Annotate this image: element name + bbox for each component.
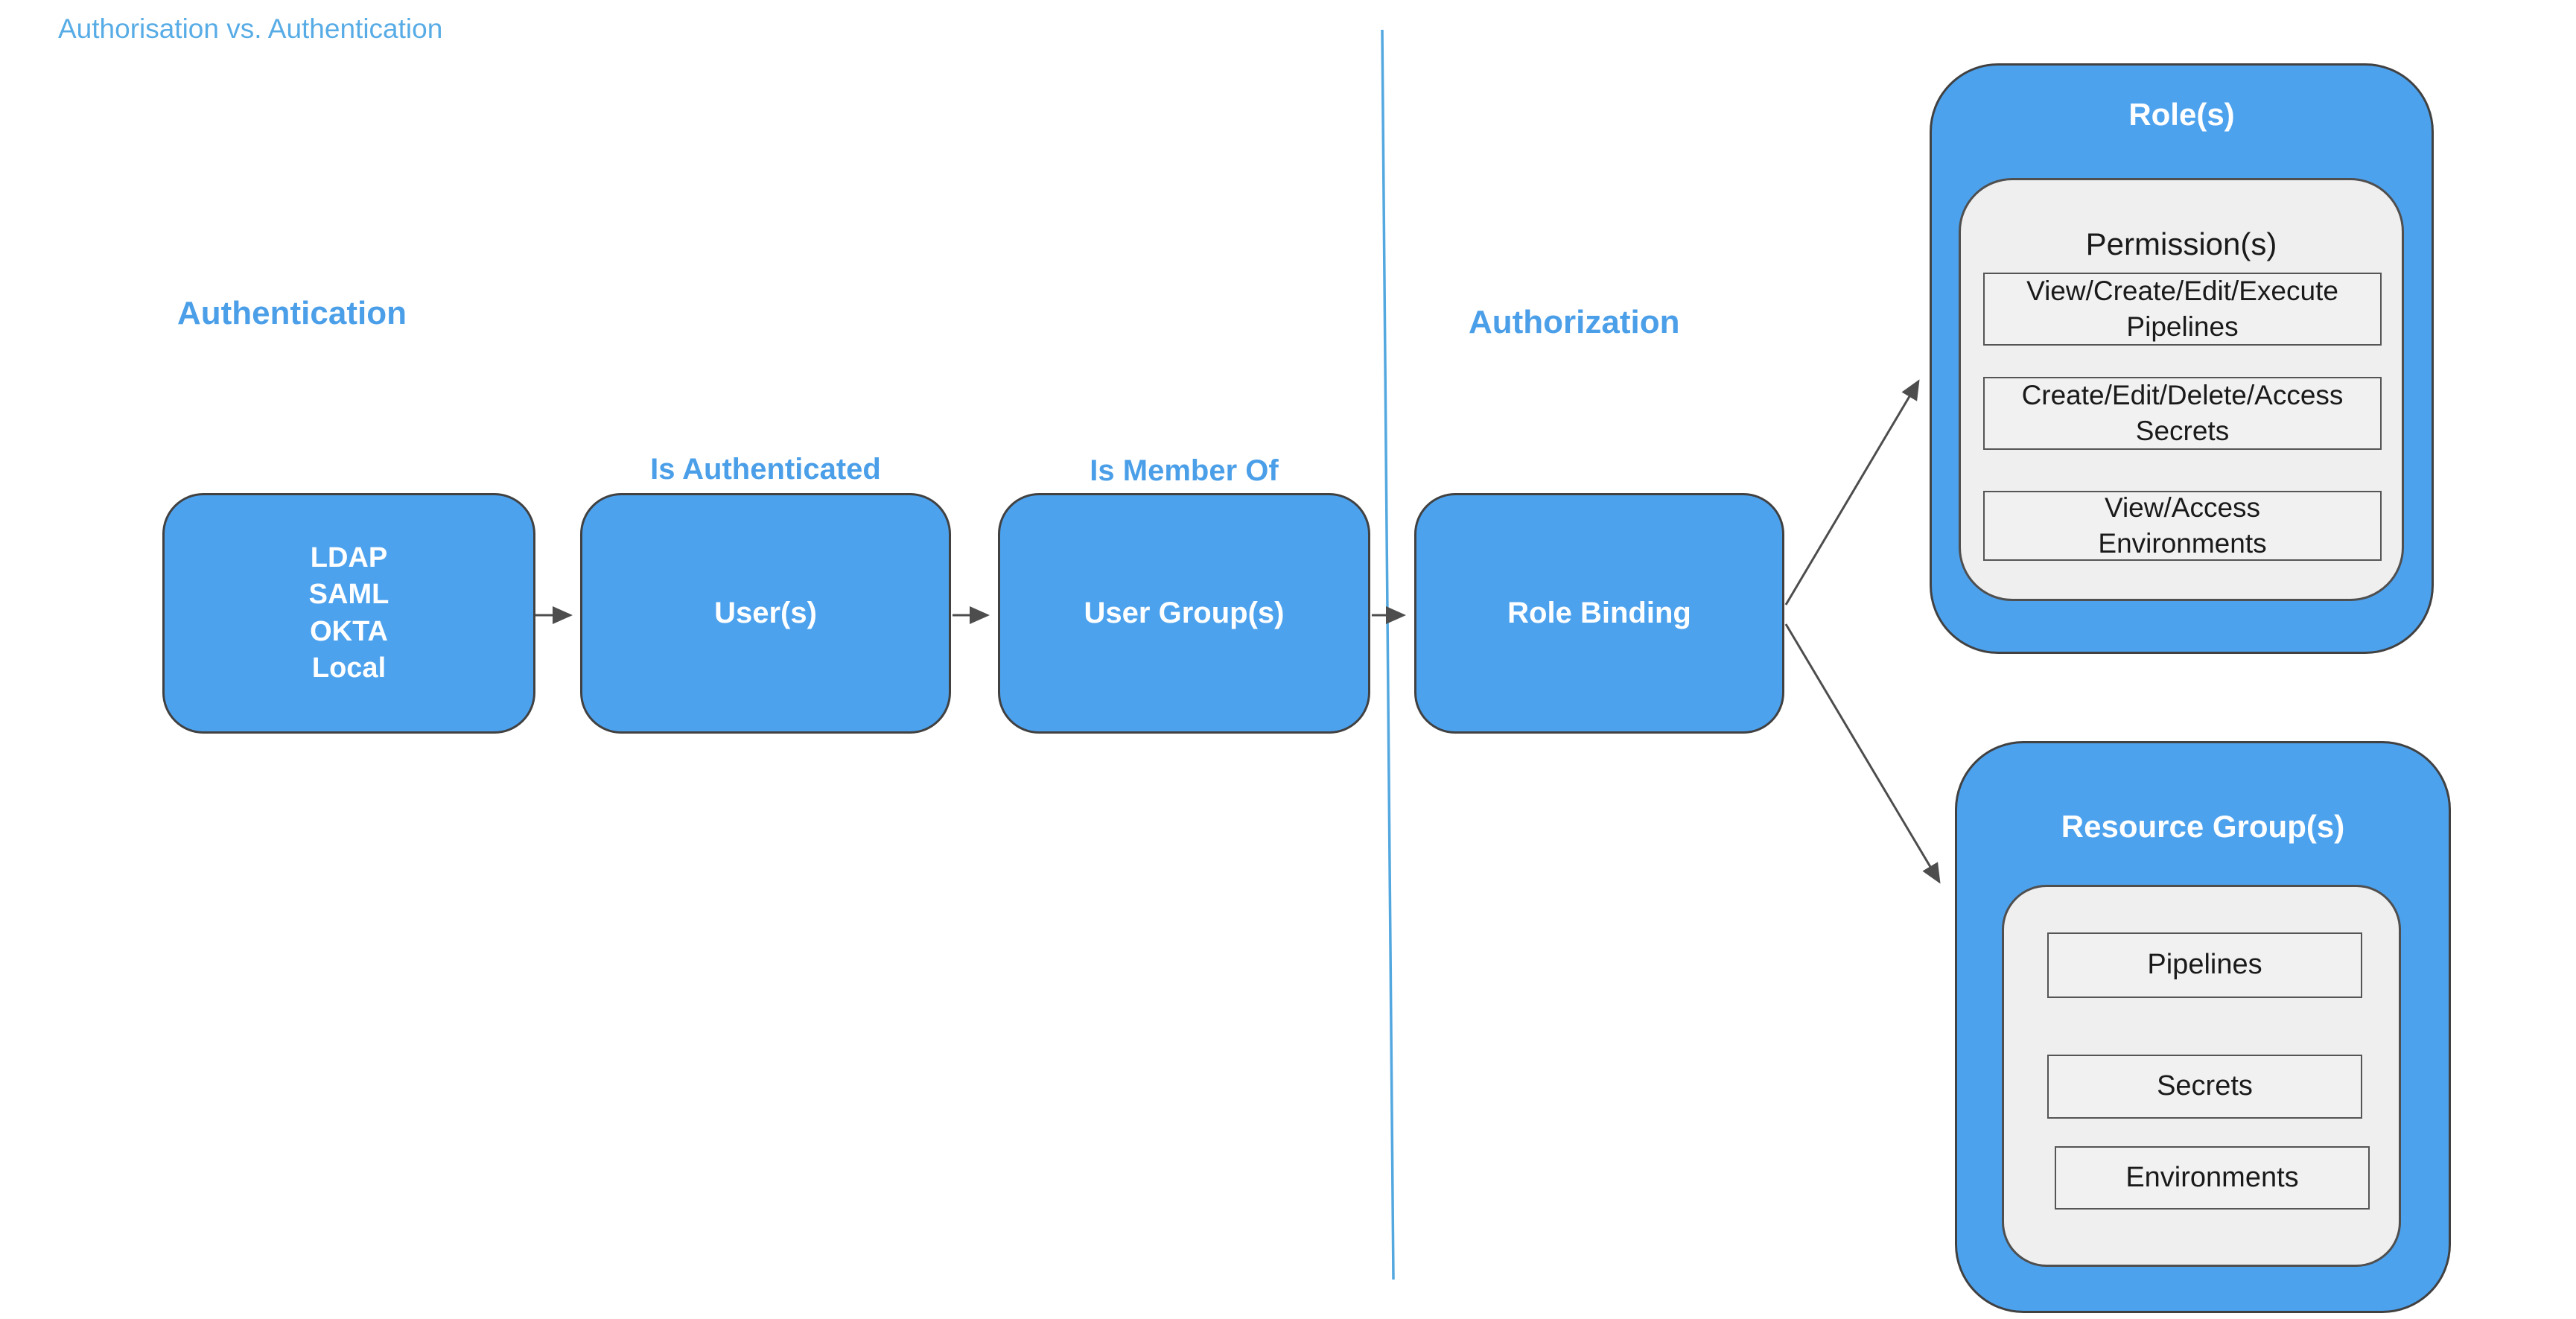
resource-groups-title: Resource Group(s) xyxy=(2061,809,2345,844)
arrow-rolebinding-to-roles xyxy=(1784,379,1920,606)
resources-panel: Pipelines Secrets Environments xyxy=(2002,885,2401,1267)
permission-box-secrets: Create/Edit/Delete/Access Secrets xyxy=(1983,377,2382,450)
container-resource-groups: Resource Group(s) Pipelines Secrets Envi… xyxy=(1955,741,2451,1313)
node-user-groups: User Group(s) xyxy=(998,493,1370,734)
users-label: User(s) xyxy=(714,597,817,629)
user-groups-label: User Group(s) xyxy=(1084,597,1285,629)
resource-box-environments: Environments xyxy=(2055,1146,2370,1210)
page-title: Authorisation vs. Authentication xyxy=(58,13,443,44)
container-roles: Role(s) Permission(s) View/Create/Edit/E… xyxy=(1930,63,2434,654)
roles-title: Role(s) xyxy=(2128,97,2235,132)
permissions-heading: Permission(s) xyxy=(2085,226,2277,261)
section-label-authorization: Authorization xyxy=(1469,304,1680,340)
node-identity-providers: LDAP SAML OKTA Local xyxy=(162,493,535,734)
identity-providers-label: LDAP SAML OKTA Local xyxy=(308,541,389,684)
edge-label-is-member-of: Is Member Of xyxy=(1090,454,1279,487)
role-binding-label: Role Binding xyxy=(1507,597,1691,629)
resource-box-pipelines: Pipelines xyxy=(2047,932,2362,998)
edge-label-is-authenticated: Is Authenticated xyxy=(650,453,881,486)
node-role-binding: Role Binding xyxy=(1414,493,1784,734)
section-label-authentication: Authentication xyxy=(177,295,407,331)
resource-box-secrets: Secrets xyxy=(2047,1055,2362,1119)
permission-box-environments: View/Access Environments xyxy=(1983,491,2382,561)
arrow-rolebinding-to-resourcegroups xyxy=(1784,623,1941,884)
node-users: User(s) xyxy=(580,493,951,734)
permission-box-pipelines: View/Create/Edit/Execute Pipelines xyxy=(1983,273,2382,346)
permissions-panel: Permission(s) View/Create/Edit/Execute P… xyxy=(1959,178,2404,601)
section-divider-line xyxy=(1381,29,1395,1280)
